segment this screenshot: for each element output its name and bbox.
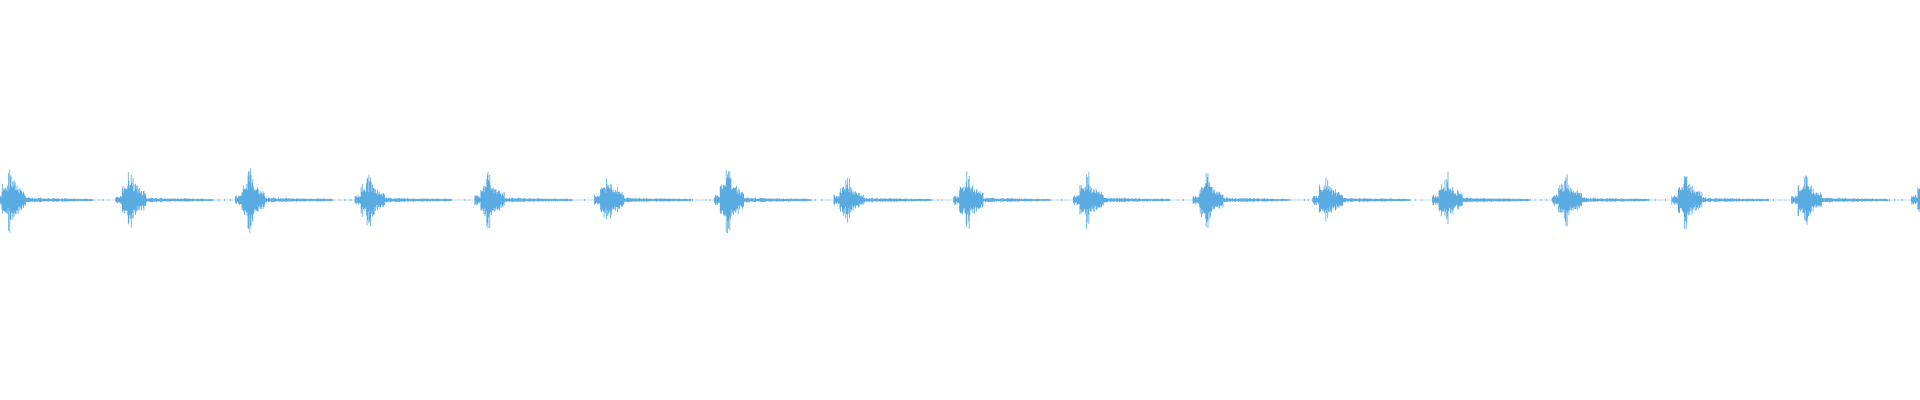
- waveform-beat: [0, 169, 109, 233]
- waveform-beat: [1192, 173, 1309, 228]
- waveform-beat-path: [953, 171, 1066, 229]
- waveform-beat-path: [1312, 177, 1423, 222]
- waveform-beat: [1072, 171, 1188, 229]
- waveform-beat: [235, 168, 352, 233]
- waveform-beat: [1791, 175, 1903, 225]
- waveform-beat: [1910, 187, 1920, 212]
- waveform-beat-path: [1671, 175, 1786, 230]
- waveform-beat-path: [1910, 187, 1920, 212]
- waveform-beat-path: [833, 177, 950, 223]
- waveform-beat: [1432, 171, 1548, 224]
- waveform-beat: [833, 177, 950, 223]
- waveform-beat: [354, 174, 470, 226]
- waveform-beat-path: [354, 174, 470, 226]
- waveform-beat: [115, 172, 231, 228]
- waveform-beat-path: [0, 169, 109, 233]
- waveform-beat-path: [1432, 171, 1548, 224]
- waveform-beat-path: [1072, 171, 1188, 229]
- waveform-beat: [1551, 174, 1666, 227]
- waveform-beats: [0, 168, 1920, 234]
- waveform-beat-path: [1551, 174, 1666, 227]
- waveform-beat: [953, 171, 1066, 229]
- waveform-beat: [1312, 177, 1423, 222]
- waveform-beat-path: [594, 178, 711, 220]
- waveform-beat: [594, 178, 711, 220]
- waveform-beat-path: [474, 171, 586, 229]
- waveform-beat-path: [713, 169, 829, 234]
- waveform-beat-path: [235, 168, 352, 233]
- waveform-beat: [1671, 175, 1786, 230]
- waveform-beat-path: [1192, 173, 1309, 228]
- waveform-beat: [713, 169, 829, 234]
- waveform-beat: [474, 171, 586, 229]
- waveform-beat-path: [1791, 175, 1903, 225]
- waveform-beat-path: [115, 172, 231, 228]
